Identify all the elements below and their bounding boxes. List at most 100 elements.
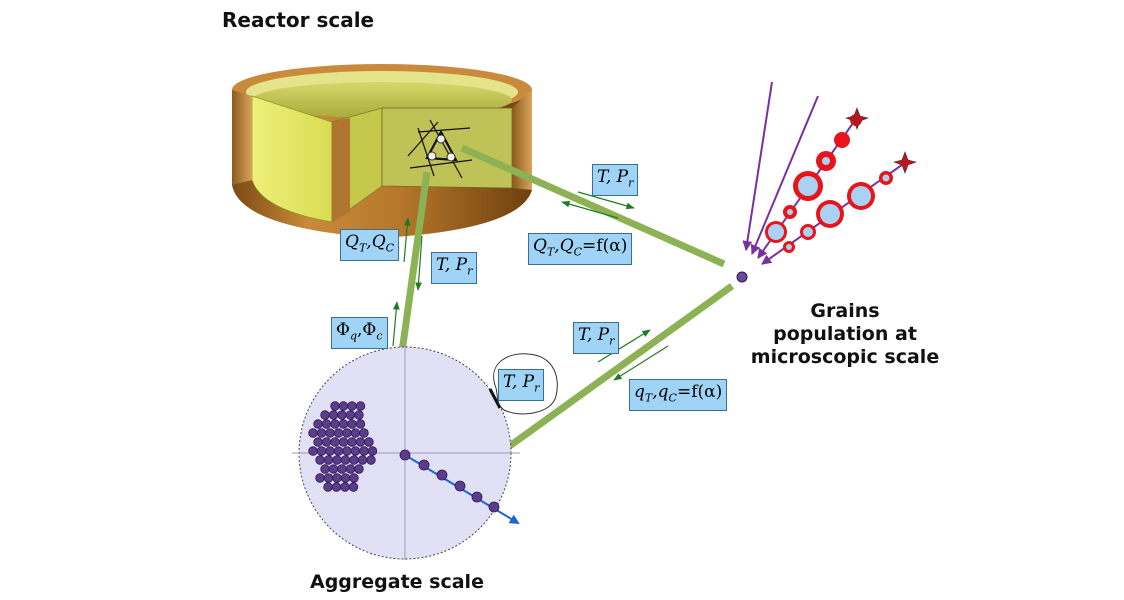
box-phi1: Φ [336,320,350,340]
primary-particle [338,419,349,429]
primary-particle [338,401,349,411]
primary-particle [355,419,366,429]
box-t: T [597,167,606,187]
primary-particle [367,446,378,456]
primary-particle [320,464,330,474]
primary-particle [328,464,339,474]
box-t: T [436,255,445,275]
box-p-sub: r [609,334,615,348]
primary-particle [342,428,352,438]
box-reactor-aggregate-heat-sources: QT,QC [340,229,400,262]
primary-particle [308,446,318,456]
primary-particle [316,446,327,456]
primary-particle [323,482,333,492]
grains-title-line1: Grains [810,300,880,322]
primary-particle [321,419,332,429]
primary-particle [359,428,369,438]
primary-particle [347,437,357,447]
primary-particle [321,437,332,447]
aggregate-illustration [292,340,520,560]
box-q2: Q [559,236,574,256]
box-p: P [597,325,610,345]
box-p: P [455,255,468,275]
primary-particle [313,419,323,429]
primary-particle [323,455,334,465]
box-q1-sub: T [644,391,653,405]
primary-particle [349,473,359,483]
primary-particle [345,410,356,420]
primary-particle [354,410,364,420]
box-q2-sub: C [385,241,395,255]
link-reactor-grains [460,144,726,268]
box-q2: Q [371,232,386,252]
primary-particle [330,419,340,429]
box-q1-sub: T [546,245,555,259]
primary-particle [354,464,364,474]
box-p-sub: r [467,264,473,278]
primary-particle [347,419,357,429]
primary-particle [315,455,325,465]
primary-particle [364,437,374,447]
reactor-scale-title: Reactor scale [222,8,375,32]
primary-particle [313,437,323,447]
primary-particle [331,482,342,492]
primary-particle [308,428,318,438]
box-q2-sub: C [573,245,583,259]
bed-cell-sketch [407,119,473,179]
primary-particle [357,455,368,465]
box-reactor-grain-temperature-pressure: T, Pr [592,164,639,197]
box-q1: Q [533,236,547,256]
primary-particle [342,446,352,456]
primary-particle [325,428,335,438]
box-q1: Q [345,232,359,252]
primary-particle [337,410,347,420]
primary-particle [330,437,340,447]
box-q2: q [657,382,669,402]
box-q2-sub: C [668,391,677,405]
primary-particle [355,401,366,411]
exchange-arrows [392,191,669,381]
box-aggregate-grain-temperature-pressure: T, Pr [573,322,620,355]
box-phi1-sub: q [349,329,357,343]
link-aggregate-grains [465,283,735,479]
primary-particle [333,446,344,456]
primary-particle [366,455,376,465]
box-aggregate-surface-temperature-pressure: T, Pr [498,369,545,402]
box-phi2-sub: c [376,329,383,343]
primary-particle [347,401,357,411]
primary-particle [340,473,351,483]
primary-particle [315,473,325,483]
box-t: T [578,325,587,345]
primary-particle [340,455,351,465]
primary-particle [340,482,350,492]
primary-particle [350,446,361,456]
primary-particle [325,446,335,456]
reactor-illustration [232,64,532,238]
box-p-sub: r [534,381,540,395]
primary-particle [332,473,342,483]
primary-particle [333,428,344,438]
scale-links [398,144,735,479]
primary-particle [338,437,349,447]
primary-particle [355,437,366,447]
primary-particle [328,410,339,420]
box-aggregate-grain-heat-sources: qT,qC=f(α) [629,379,728,412]
box-aggregate-fluxes: Φq,Φc [331,317,388,350]
box-q1: q [634,382,645,402]
grains-title-line3: microscopic scale [750,346,940,368]
box-phi2: Φ [362,320,377,340]
box-reactor-grain-heat-sources: QT,QC=f(α) [528,233,633,266]
grains-illustration [736,81,918,283]
primary-particle [332,455,342,465]
box-reactor-aggregate-temperature-pressure: T, Pr [431,252,478,285]
primary-particle [350,428,361,438]
grains-title-line2: population at [773,323,917,345]
primary-particle [345,464,356,474]
box-p-sub: r [628,176,634,190]
box-suffix: =f(α) [676,382,723,402]
grains-title: Grains population at microscopic scale [740,300,950,369]
primary-particle [337,464,347,474]
primary-particle [348,482,359,492]
primary-particle [316,428,327,438]
